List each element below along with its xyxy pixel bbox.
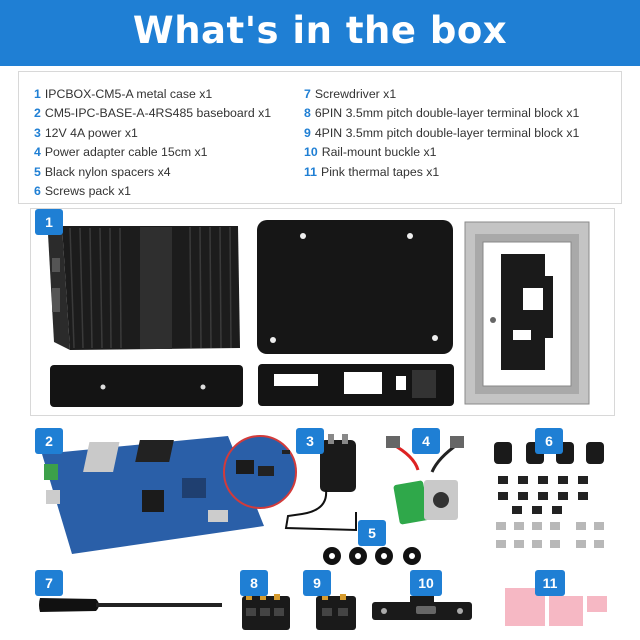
terminal-block-4pin-image bbox=[316, 594, 356, 630]
item-text: Pink thermal tapes x1 bbox=[321, 164, 440, 179]
badge-3: 3 bbox=[296, 428, 324, 454]
power-adapter-image bbox=[282, 434, 357, 532]
badge-7: 7 bbox=[35, 570, 63, 596]
item-text: 6PIN 3.5mm pitch double-layer terminal b… bbox=[314, 106, 580, 121]
item-text: Power adapter cable 15cm x1 bbox=[44, 145, 208, 160]
item-number: 5 bbox=[34, 164, 41, 179]
item-number: 2 bbox=[34, 106, 41, 121]
item-text: Rail-mount buckle x1 bbox=[321, 145, 437, 160]
screws-pack-image bbox=[494, 442, 604, 548]
header-banner: What's in the box bbox=[0, 0, 640, 66]
badge-5: 5 bbox=[358, 520, 386, 546]
screwdriver-image bbox=[39, 598, 222, 612]
item-number: 8 bbox=[304, 106, 311, 121]
badge-8: 8 bbox=[240, 570, 268, 596]
nylon-spacers-image bbox=[323, 547, 421, 565]
terminal-block-6pin-image bbox=[242, 594, 290, 630]
item-text: Screwdriver x1 bbox=[314, 87, 397, 101]
adapter-cable-image bbox=[386, 436, 464, 525]
case-front-panel-image bbox=[50, 365, 243, 407]
badge-4: 4 bbox=[412, 428, 440, 454]
item-number: 3 bbox=[34, 125, 41, 140]
item-text: Screws pack x1 bbox=[44, 183, 131, 198]
item-number: 6 bbox=[34, 183, 41, 198]
item-text: IPCBOX-CM5-A metal case x1 bbox=[44, 87, 213, 101]
item-text: 12V 4A power x1 bbox=[44, 125, 138, 140]
item-text: 4PIN 3.5mm pitch double-layer terminal b… bbox=[314, 125, 580, 140]
item-text: Black nylon spacers x4 bbox=[44, 164, 171, 179]
case-rear-panel-image bbox=[258, 364, 454, 406]
item-number: 4 bbox=[34, 145, 41, 160]
item-number: 10 bbox=[304, 145, 318, 160]
item-number: 9 bbox=[304, 125, 311, 140]
item-number: 7 bbox=[304, 87, 311, 101]
mounting-bracket-image bbox=[464, 221, 590, 405]
badge-6: 6 bbox=[535, 428, 563, 454]
badge-1: 1 bbox=[35, 209, 63, 235]
case-lid-image bbox=[257, 220, 453, 354]
item-text: CM5-IPC-BASE-A-4RS485 baseboard x1 bbox=[44, 106, 272, 121]
item-number: 1 bbox=[34, 87, 41, 101]
item-number: 11 bbox=[304, 164, 317, 179]
thermal-tapes-image bbox=[505, 588, 607, 626]
rail-mount-buckle-image bbox=[372, 596, 472, 620]
badge-9: 9 bbox=[303, 570, 331, 596]
list-item: 11 Pink thermal tapes x1 bbox=[304, 163, 624, 182]
badge-11: 11 bbox=[535, 570, 565, 596]
page-title: What's in the box bbox=[132, 9, 508, 52]
badge-2: 2 bbox=[35, 428, 63, 454]
badge-10: 10 bbox=[410, 570, 442, 596]
metal-case-image bbox=[48, 226, 240, 350]
baseboard-image bbox=[42, 435, 297, 554]
